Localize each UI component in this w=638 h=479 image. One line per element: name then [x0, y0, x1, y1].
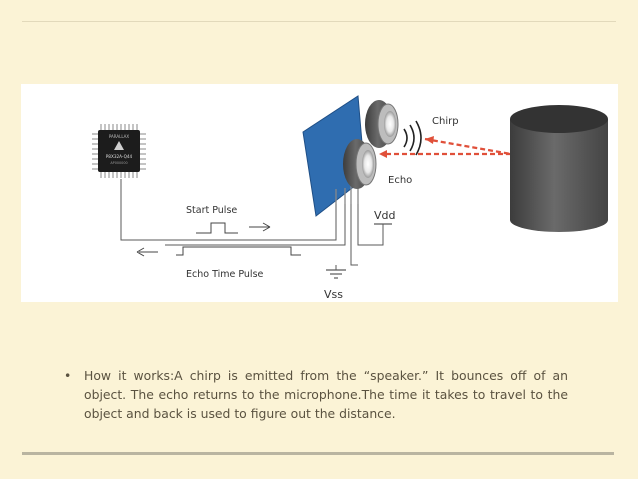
diagram-svg: PARALLAX P8X32A-Q44 AP000000 Vdd Vss S	[92, 95, 608, 301]
beam-lines	[386, 137, 512, 156]
chirp-label: Chirp	[432, 116, 459, 127]
ground-symbol-icon	[326, 269, 346, 279]
bullet-marker: •	[64, 368, 72, 383]
circuit-wires	[120, 179, 384, 270]
vdd-wire	[357, 204, 384, 246]
echo-time-pulse-label: Echo Time Pulse	[186, 269, 264, 280]
microcontroller-chip: PARALLAX P8X32A-Q44 AP000000	[92, 124, 146, 178]
echo-label: Echo	[388, 175, 412, 186]
trigger-wire	[120, 179, 337, 241]
sound-wave-icon	[403, 120, 422, 156]
start-pulse-label: Start Pulse	[186, 205, 237, 216]
chip-part-label: P8X32A-Q44	[106, 154, 133, 159]
ultrasonic-sensor	[302, 95, 399, 217]
speaker-cone	[384, 111, 396, 137]
caption-bullet: • How it works:A chirp is emitted from t…	[64, 366, 568, 423]
echo-wire	[165, 204, 346, 246]
chip-brand-label: PARALLAX	[109, 134, 130, 139]
chirp-beam	[424, 137, 512, 156]
start-pulse: Start Pulse	[186, 205, 271, 234]
echo-arrowhead-icon	[379, 150, 387, 158]
top-divider	[22, 21, 616, 22]
ultrasonic-sensor-diagram: PARALLAX P8X32A-Q44 AP000000 Vdd Vss S	[21, 84, 618, 302]
right-arrow-icon	[262, 222, 271, 232]
target-object	[510, 105, 608, 232]
bottom-divider	[22, 452, 614, 455]
chirp-arrowhead-icon	[425, 136, 434, 144]
caption-text: How it works:A chirp is emitted from the…	[84, 368, 568, 421]
chip-sub-label: AP000000	[110, 161, 127, 165]
vdd-symbol: Vdd	[374, 209, 396, 225]
echo-time-pulse: Echo Time Pulse	[136, 246, 301, 280]
start-pulse-waveform	[196, 222, 238, 234]
microphone-cone	[362, 150, 374, 178]
ground-wire	[350, 204, 358, 266]
chip-logo-icon	[114, 141, 124, 150]
vdd-label: Vdd	[374, 209, 396, 222]
echo-pulse-waveform	[176, 246, 301, 256]
object-top	[510, 105, 608, 133]
left-arrow-icon	[136, 247, 145, 257]
vss-label: Vss	[324, 288, 343, 301]
